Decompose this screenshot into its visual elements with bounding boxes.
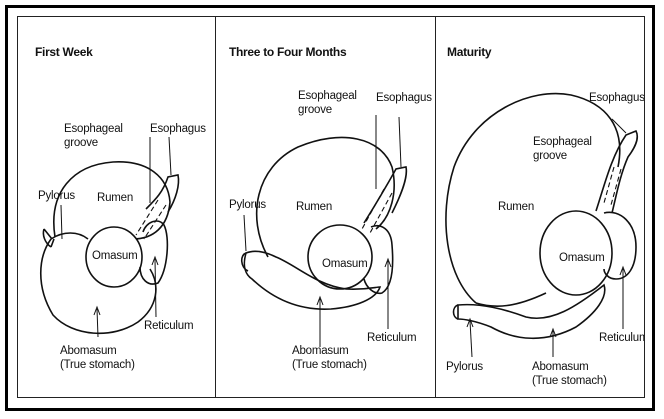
- pylorus-label: Pylorus: [38, 189, 75, 203]
- panel-three-to-four-months: Three to Four Months Esophageal groove E…: [215, 16, 436, 398]
- panel-title: First Week: [35, 45, 92, 59]
- first-week-stomach-drawing: [18, 17, 216, 398]
- omasum-label: Omasum: [322, 257, 367, 271]
- esophagus-label: Esophagus: [150, 122, 206, 136]
- panel-title: Maturity: [447, 45, 491, 59]
- omasum-label: Omasum: [92, 249, 137, 263]
- omasum-label: Omasum: [559, 251, 604, 265]
- esophagus-tube: [596, 131, 637, 213]
- abomasum-label: Abomasum (True stomach): [60, 344, 135, 372]
- abomasum-label: Abomasum (True stomach): [292, 344, 367, 372]
- rumen-label: Rumen: [498, 200, 534, 214]
- reticulum-label: Reticulum: [599, 331, 645, 345]
- panel-title: Three to Four Months: [229, 45, 346, 59]
- pylorus-label: Pylorus: [229, 198, 266, 212]
- esophageal-groove-label: Esophageal groove: [533, 135, 592, 163]
- esophageal-groove-label: Esophageal groove: [64, 122, 123, 150]
- reticulum-label: Reticulum: [367, 331, 416, 345]
- reticulum-label: Reticulum: [144, 319, 193, 333]
- esophageal-groove-label: Esophageal groove: [298, 89, 357, 117]
- esophagus-label: Esophagus: [376, 91, 432, 105]
- rumen-label: Rumen: [97, 191, 133, 205]
- pylorus-label: Pylorus: [446, 360, 483, 374]
- esophagus-tube: [364, 167, 406, 223]
- rumen-label: Rumen: [296, 200, 332, 214]
- panel-maturity: Maturity Esophagus Esophageal groove Rum…: [435, 16, 645, 398]
- abomasum-label: Abomasum (True stomach): [532, 360, 607, 388]
- panel-first-week: First Week Esophageal groove Esophagus P…: [17, 16, 216, 398]
- figure-frame: First Week Esophageal groove Esophagus P…: [5, 5, 655, 411]
- esophagus-label: Esophagus: [589, 91, 645, 105]
